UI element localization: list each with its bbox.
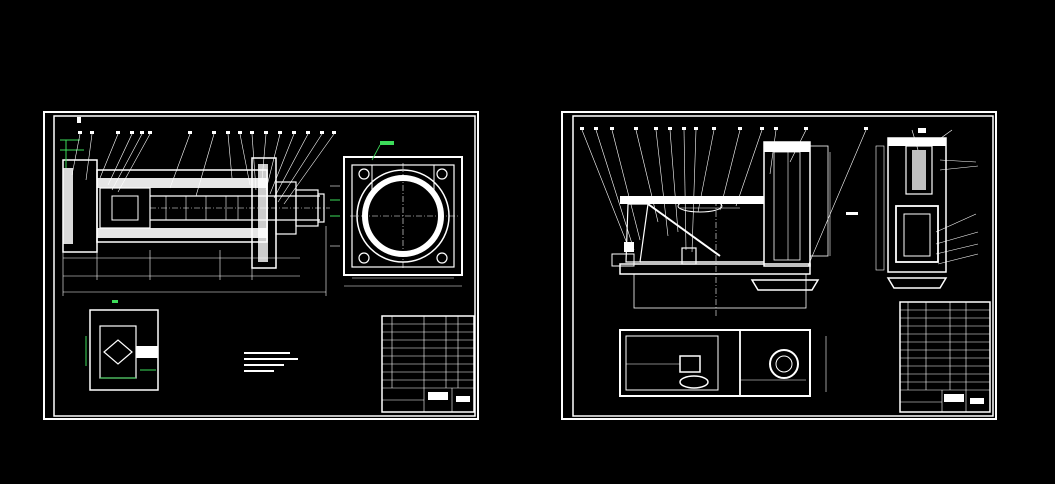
title-block-right[interactable]: [899, 301, 991, 413]
machine-top-view[interactable]: [619, 329, 827, 397]
technical-notes: [244, 352, 298, 372]
sheet-border-outer: [43, 111, 479, 420]
machine-column: [763, 141, 811, 267]
piston: [99, 187, 151, 229]
dimension-lines-bottom: [62, 226, 327, 296]
title-block-left[interactable]: [381, 315, 475, 413]
sheet-border-inner: [53, 115, 476, 417]
bolt-hole: [358, 252, 370, 264]
section-hatching: [165, 196, 239, 220]
flange-hatch: [63, 168, 73, 244]
machine-side-view[interactable]: [875, 128, 979, 289]
detail-view-small[interactable]: [85, 300, 159, 391]
flange-end-view[interactable]: [330, 141, 463, 287]
balloon-markers: [580, 127, 868, 130]
part-leader-lines: [71, 133, 335, 205]
sheet-border-outer: [561, 111, 997, 420]
piston-bore: [111, 195, 139, 221]
bolt-hole: [436, 252, 448, 264]
machine-foot: [750, 279, 820, 291]
sheet-border-inner: [572, 115, 994, 417]
green-dimension-marks: [60, 139, 340, 217]
balloon-markers: [78, 131, 336, 134]
bolt-hole: [436, 168, 448, 180]
flange-plate: [343, 156, 463, 276]
barrel-wall-top: [97, 178, 267, 188]
barrel-wall-bottom: [97, 228, 267, 238]
drawing-sheet-left[interactable]: [43, 111, 479, 420]
machine-front-view[interactable]: [580, 127, 868, 318]
part-leader-lines: [581, 129, 867, 267]
cylinder-section-view[interactable]: [60, 117, 340, 296]
drawing-sheet-right[interactable]: [561, 111, 997, 420]
bolt-hole: [358, 168, 370, 180]
